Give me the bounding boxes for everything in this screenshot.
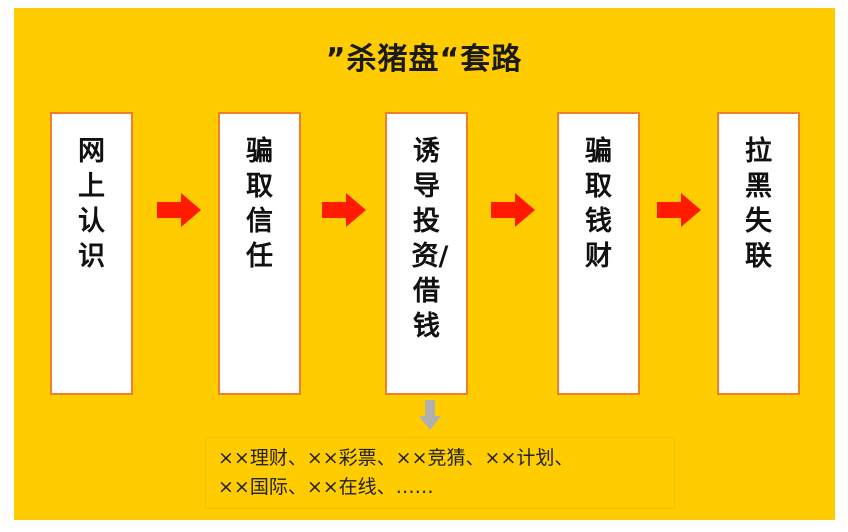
step-box-1: 网上认识 <box>50 112 133 395</box>
step-box-2: 骗取信任 <box>218 112 301 395</box>
step-box-4: 骗取钱财 <box>557 112 640 395</box>
step-label: 网上认识 <box>78 136 105 272</box>
step-label: 骗取信任 <box>246 136 273 272</box>
step-box-3: 诱导投资/借钱 <box>385 112 468 395</box>
step-label: 诱导投资/借钱 <box>411 136 449 342</box>
examples-line-2: ××国际、××在线、…… <box>218 476 434 498</box>
examples-line-1: ××理财、××彩票、××竞猜、××计划、 <box>218 447 574 469</box>
step-box-5: 拉黑失联 <box>717 112 800 395</box>
right-arrow-icon <box>157 193 201 227</box>
right-arrow-icon <box>322 193 366 227</box>
step-label: 骗取钱财 <box>585 136 612 272</box>
down-arrow-icon <box>419 400 441 430</box>
examples-box: ××理财、××彩票、××竞猜、××计划、 ××国际、××在线、…… <box>205 437 675 509</box>
step-label: 拉黑失联 <box>745 136 772 272</box>
right-arrow-icon <box>657 193 701 227</box>
right-arrow-icon <box>491 193 535 227</box>
diagram-title: ”杀猪盘“套路 <box>325 42 523 77</box>
